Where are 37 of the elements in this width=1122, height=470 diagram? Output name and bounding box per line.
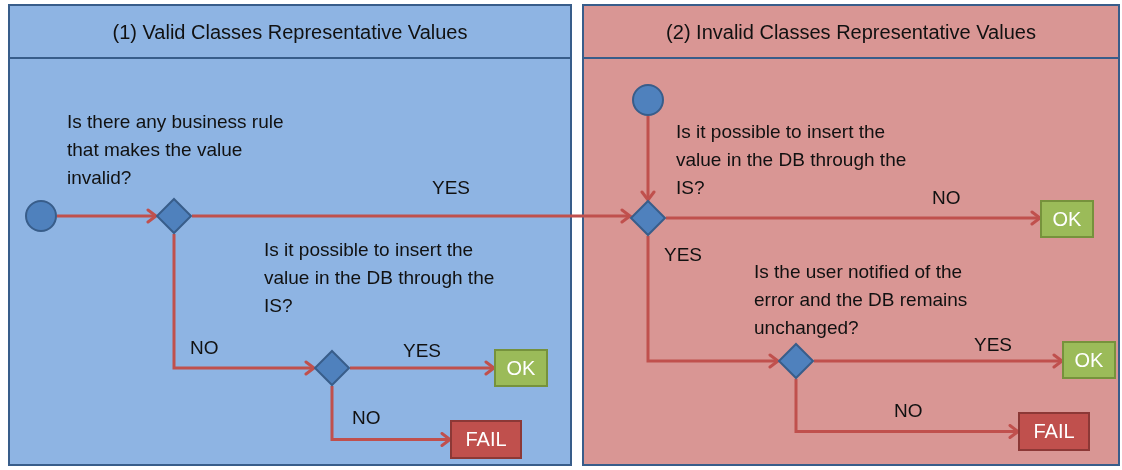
decision-diamond	[630, 200, 666, 236]
question-text: Is the user notified of the error and the DB remains unchanged?	[754, 260, 969, 340]
edge-label: NO	[894, 400, 923, 422]
flow-arrow	[814, 353, 1064, 369]
flow-arrow	[646, 236, 780, 369]
outcome-box: OK	[1062, 341, 1116, 379]
flow-arrow	[794, 379, 1020, 439]
flow-arrow	[666, 210, 1042, 226]
question-text: Is there any business rule that makes the value invalid?	[67, 110, 285, 190]
outcome-box: FAIL	[450, 420, 522, 459]
edge-label: NO	[352, 407, 381, 429]
flow-arrow	[192, 208, 632, 224]
decision-diamond	[156, 198, 192, 234]
edge-label: NO	[932, 187, 961, 209]
decision-diamond	[314, 350, 350, 386]
swimlane-panel	[582, 4, 1120, 466]
start-circle	[632, 84, 664, 116]
edge-label: YES	[403, 340, 442, 362]
swimlane-panel	[8, 4, 572, 466]
edge-label: YES	[974, 334, 1013, 356]
flow-arrow	[330, 386, 452, 447]
panel-heading: (1) Valid Classes Representative Values	[10, 6, 570, 59]
outcome-box: OK	[494, 349, 548, 387]
question-text: Is it possible to insert the value in the DB through the IS?	[676, 120, 908, 200]
flow-arrow	[350, 360, 496, 376]
edge-label: YES	[664, 244, 703, 266]
outcome-box: OK	[1040, 200, 1094, 238]
flow-arrow	[640, 116, 656, 202]
panel-heading: (2) Invalid Classes Representative Values	[584, 6, 1118, 59]
edge-label: YES	[432, 177, 471, 199]
edge-label: NO	[190, 337, 219, 359]
flow-arrow	[172, 234, 316, 376]
decision-diamond	[778, 343, 814, 379]
start-circle	[25, 200, 57, 232]
question-text: Is it possible to insert the value in the DB through the IS?	[264, 238, 496, 318]
outcome-box: FAIL	[1018, 412, 1090, 451]
flow-arrow	[57, 208, 158, 224]
